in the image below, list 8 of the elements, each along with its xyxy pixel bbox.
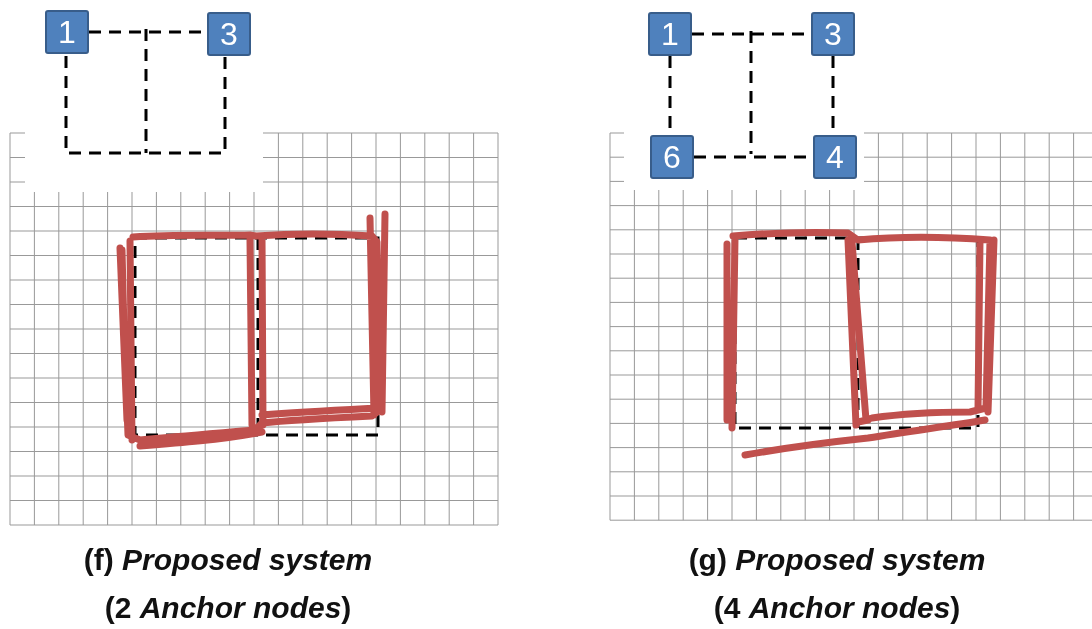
caption: (f) Proposed system (2 Anchor nodes): [82, 542, 374, 626]
anchor-node: 3: [811, 12, 855, 56]
anchor-node: 3: [207, 12, 251, 56]
caption: (g) Proposed system (4 Anchor nodes): [687, 542, 987, 626]
anchor-node: 4: [813, 135, 857, 179]
anchor-node: 6: [650, 135, 694, 179]
anchor-node: 1: [45, 10, 89, 54]
anchor-node: 1: [648, 12, 692, 56]
